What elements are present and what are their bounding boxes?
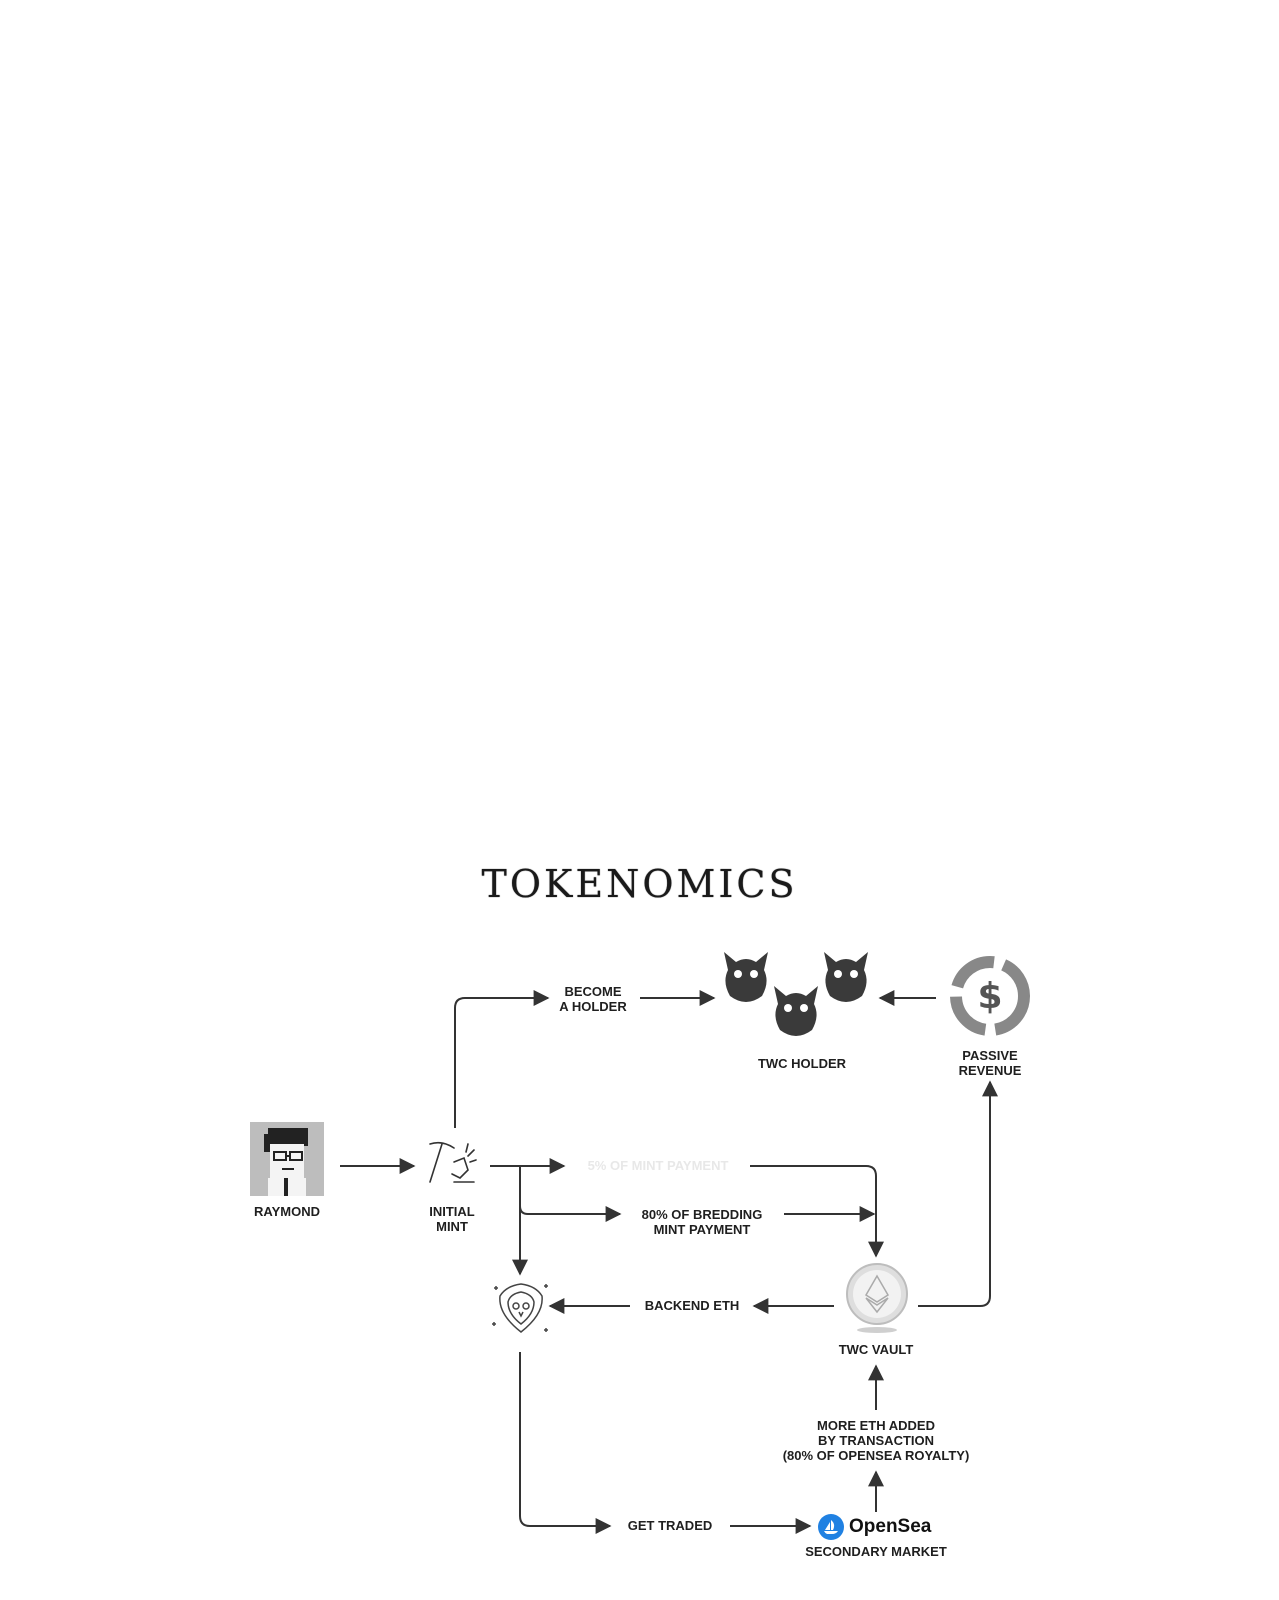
- twc-holder-label: TWC HOLDER: [757, 1056, 847, 1071]
- twc-vault-label: TWC VAULT: [838, 1342, 914, 1357]
- opensea-logo-icon: OpenSea: [818, 1512, 938, 1542]
- raymond-label: RAYMOND: [254, 1204, 320, 1219]
- arrow-vault-to-revenue: [918, 1080, 998, 1307]
- pickaxe-icon: [424, 1138, 480, 1188]
- backend-eth-label: BACKEND ETH: [644, 1298, 740, 1313]
- arrow-mint-payment-to-vault: [750, 1165, 884, 1258]
- initial-mint-label: INITIAL MINT: [429, 1204, 475, 1234]
- ethereum-coin-icon: [844, 1262, 910, 1336]
- owl-shield-icon: [490, 1278, 552, 1340]
- owl-group-icon: [720, 946, 876, 1044]
- mint-payment-label: 5% OF MINT PAYMENT: [587, 1158, 729, 1173]
- arrow-shield-to-get-traded: [519, 1352, 612, 1534]
- get-traded-label: GET TRADED: [627, 1518, 713, 1533]
- page-title: TOKENOMICS: [481, 862, 798, 906]
- revenue-cycle-icon: $: [946, 952, 1034, 1040]
- passive-revenue-label: PASSIVE REVENUE: [958, 1048, 1022, 1078]
- arrow-mint-to-breeding: [519, 1205, 622, 1222]
- more-eth-label: MORE ETH ADDED BY TRANSACTION (80% OF OP…: [782, 1418, 970, 1463]
- opensea-wordmark: OpenSea: [849, 1516, 932, 1537]
- pixel-avatar-icon: [250, 1122, 324, 1196]
- become-holder-label: BECOME A HOLDER: [559, 984, 627, 1014]
- secondary-market-label: SECONDARY MARKET: [805, 1544, 947, 1559]
- breeding-payment-label: 80% OF BREDDING MINT PAYMENT: [641, 1207, 763, 1237]
- arrow-mint-to-become-holder: [454, 990, 550, 1128]
- svg-text:$: $: [977, 976, 1002, 1017]
